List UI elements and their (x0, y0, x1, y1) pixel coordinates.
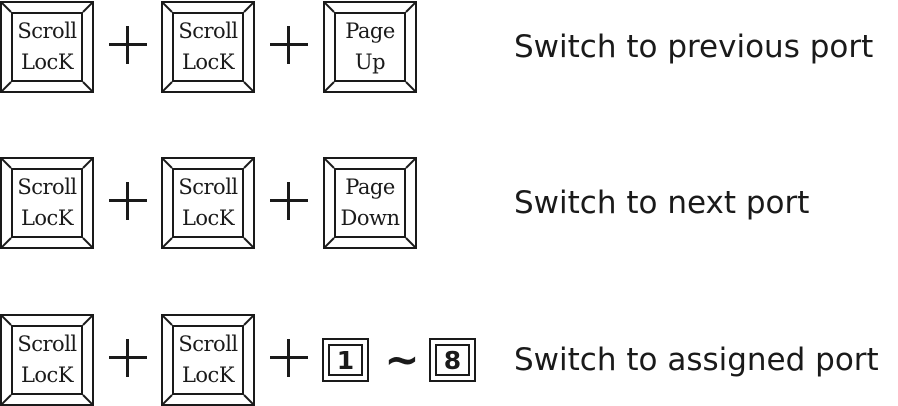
key-label-line1: Scroll (178, 19, 238, 43)
scroll-lock-key: Scroll LocK (0, 314, 94, 406)
key-label-line2: LocK (181, 206, 235, 230)
key-bevel (2, 3, 92, 91)
key-face: Scroll LocK (172, 325, 244, 395)
key-face: Scroll LocK (11, 168, 83, 238)
key-face: Scroll LocK (172, 168, 244, 238)
key-bevel (163, 3, 253, 91)
number-key-label: 8 (435, 344, 470, 376)
key-label-line2: LocK (20, 206, 74, 230)
key-label-line1: Scroll (17, 175, 77, 199)
hotkey-description: Switch to next port (514, 185, 810, 221)
key-label-line1: Page (345, 19, 395, 43)
hotkey-row-assigned-port: Scroll LocK Scroll LocK 1 ~ 8 Switch to … (0, 313, 898, 406)
key-bevel (2, 316, 92, 404)
key-bevel (2, 159, 92, 247)
key-bevel (325, 159, 415, 247)
key-label-line1: Scroll (178, 332, 238, 356)
key-face: Scroll LocK (11, 12, 83, 82)
number-key-label: 1 (328, 344, 363, 376)
key-label-line2: LocK (181, 50, 235, 74)
plus-icon (267, 336, 311, 380)
scroll-lock-key: Scroll LocK (161, 314, 255, 406)
scroll-lock-key: Scroll LocK (161, 1, 255, 93)
scroll-lock-key: Scroll LocK (0, 157, 94, 249)
plus-icon (106, 23, 150, 67)
hotkey-row-previous-port: Scroll LocK Scroll LocK Page Up Switch t… (0, 0, 898, 93)
hotkey-description: Switch to previous port (514, 29, 874, 65)
key-label-line1: Scroll (17, 19, 77, 43)
key-bevel (163, 316, 253, 404)
scroll-lock-key: Scroll LocK (161, 157, 255, 249)
number-key-start: 1 (322, 338, 369, 382)
key-face: Scroll LocK (11, 325, 83, 395)
page-down-key: Page Down (323, 157, 417, 249)
key-bevel (163, 159, 253, 247)
number-key-end: 8 (429, 338, 476, 382)
key-label-line1: Page (345, 175, 395, 199)
key-label-line2: Down (340, 206, 400, 230)
plus-icon (106, 179, 150, 223)
key-label-line2: Up (354, 50, 386, 74)
key-label-line2: LocK (20, 50, 74, 74)
hotkey-description: Switch to assigned port (514, 342, 879, 378)
key-face: Page Down (334, 168, 406, 238)
key-label-line1: Scroll (17, 332, 77, 356)
page-up-key: Page Up (323, 1, 417, 93)
plus-icon (267, 179, 311, 223)
key-face: Page Up (334, 12, 406, 82)
key-bevel (325, 3, 415, 91)
plus-icon (267, 23, 311, 67)
key-label-line2: LocK (20, 363, 74, 387)
key-label-line2: LocK (181, 363, 235, 387)
hotkey-row-next-port: Scroll LocK Scroll LocK Page Down Switch… (0, 156, 898, 249)
scroll-lock-key: Scroll LocK (0, 1, 94, 93)
plus-icon (106, 336, 150, 380)
key-face: Scroll LocK (172, 12, 244, 82)
range-separator: ~ (384, 335, 420, 384)
key-label-line1: Scroll (178, 175, 238, 199)
